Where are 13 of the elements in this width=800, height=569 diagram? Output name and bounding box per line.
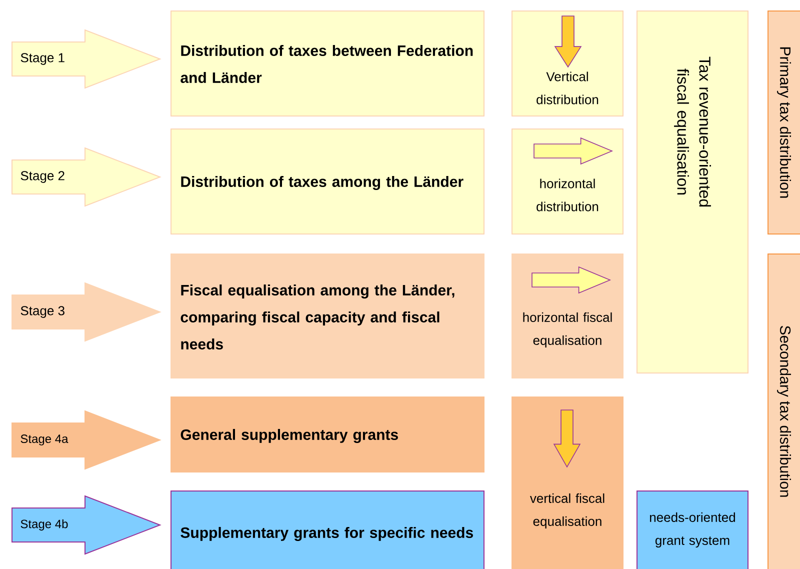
stage-box: General supplementary grants	[170, 396, 484, 472]
stage-box: Fiscal equalisation among the Länder, comparing fiscal capacity and fiscal needs	[170, 253, 484, 378]
description-box: vertical fiscal equalisation	[512, 396, 624, 569]
stage-box: Distribution of taxes between Federation and Länder	[170, 10, 484, 116]
category-box: Tax revenue-oriented fiscal equalisation	[636, 10, 748, 374]
side-band: Primary tax distribution	[768, 10, 800, 234]
description-box: horizontal fiscal equalisation	[512, 253, 624, 378]
description-box: needs-oriented grant system	[636, 490, 748, 569]
side-band: Secondary tax distribution	[768, 253, 800, 569]
description-box: horizontal distribution	[512, 128, 624, 234]
stage-box: Supplementary grants for specific needs	[170, 490, 484, 569]
stage-box: Distribution of taxes among the Länder	[170, 128, 484, 234]
description-box: Vertical distribution	[512, 10, 624, 116]
